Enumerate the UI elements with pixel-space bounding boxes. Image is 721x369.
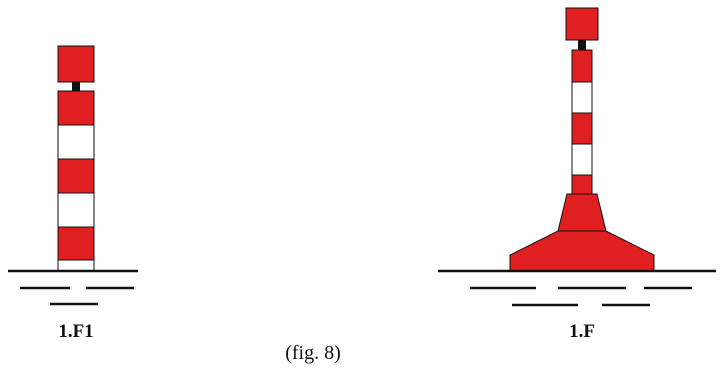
topmark-square [57,45,95,83]
buoy-cone [557,193,607,232]
marker-label-1f1: 1.F1 [58,321,93,342]
topmark-connector [72,82,80,91]
water-lines [8,269,138,306]
striped-column [57,90,95,272]
topmark-connector [578,40,586,50]
marker-1f: 1.F [438,7,716,342]
marker-1f1: 1.F1 [8,45,138,342]
figure-caption: (fig. 8) [285,342,341,364]
marker-label-1f: 1.F [569,321,595,342]
topmark-square [565,7,599,41]
buoy-base [509,230,655,272]
striped-column [571,49,593,195]
water-lines [438,269,716,307]
